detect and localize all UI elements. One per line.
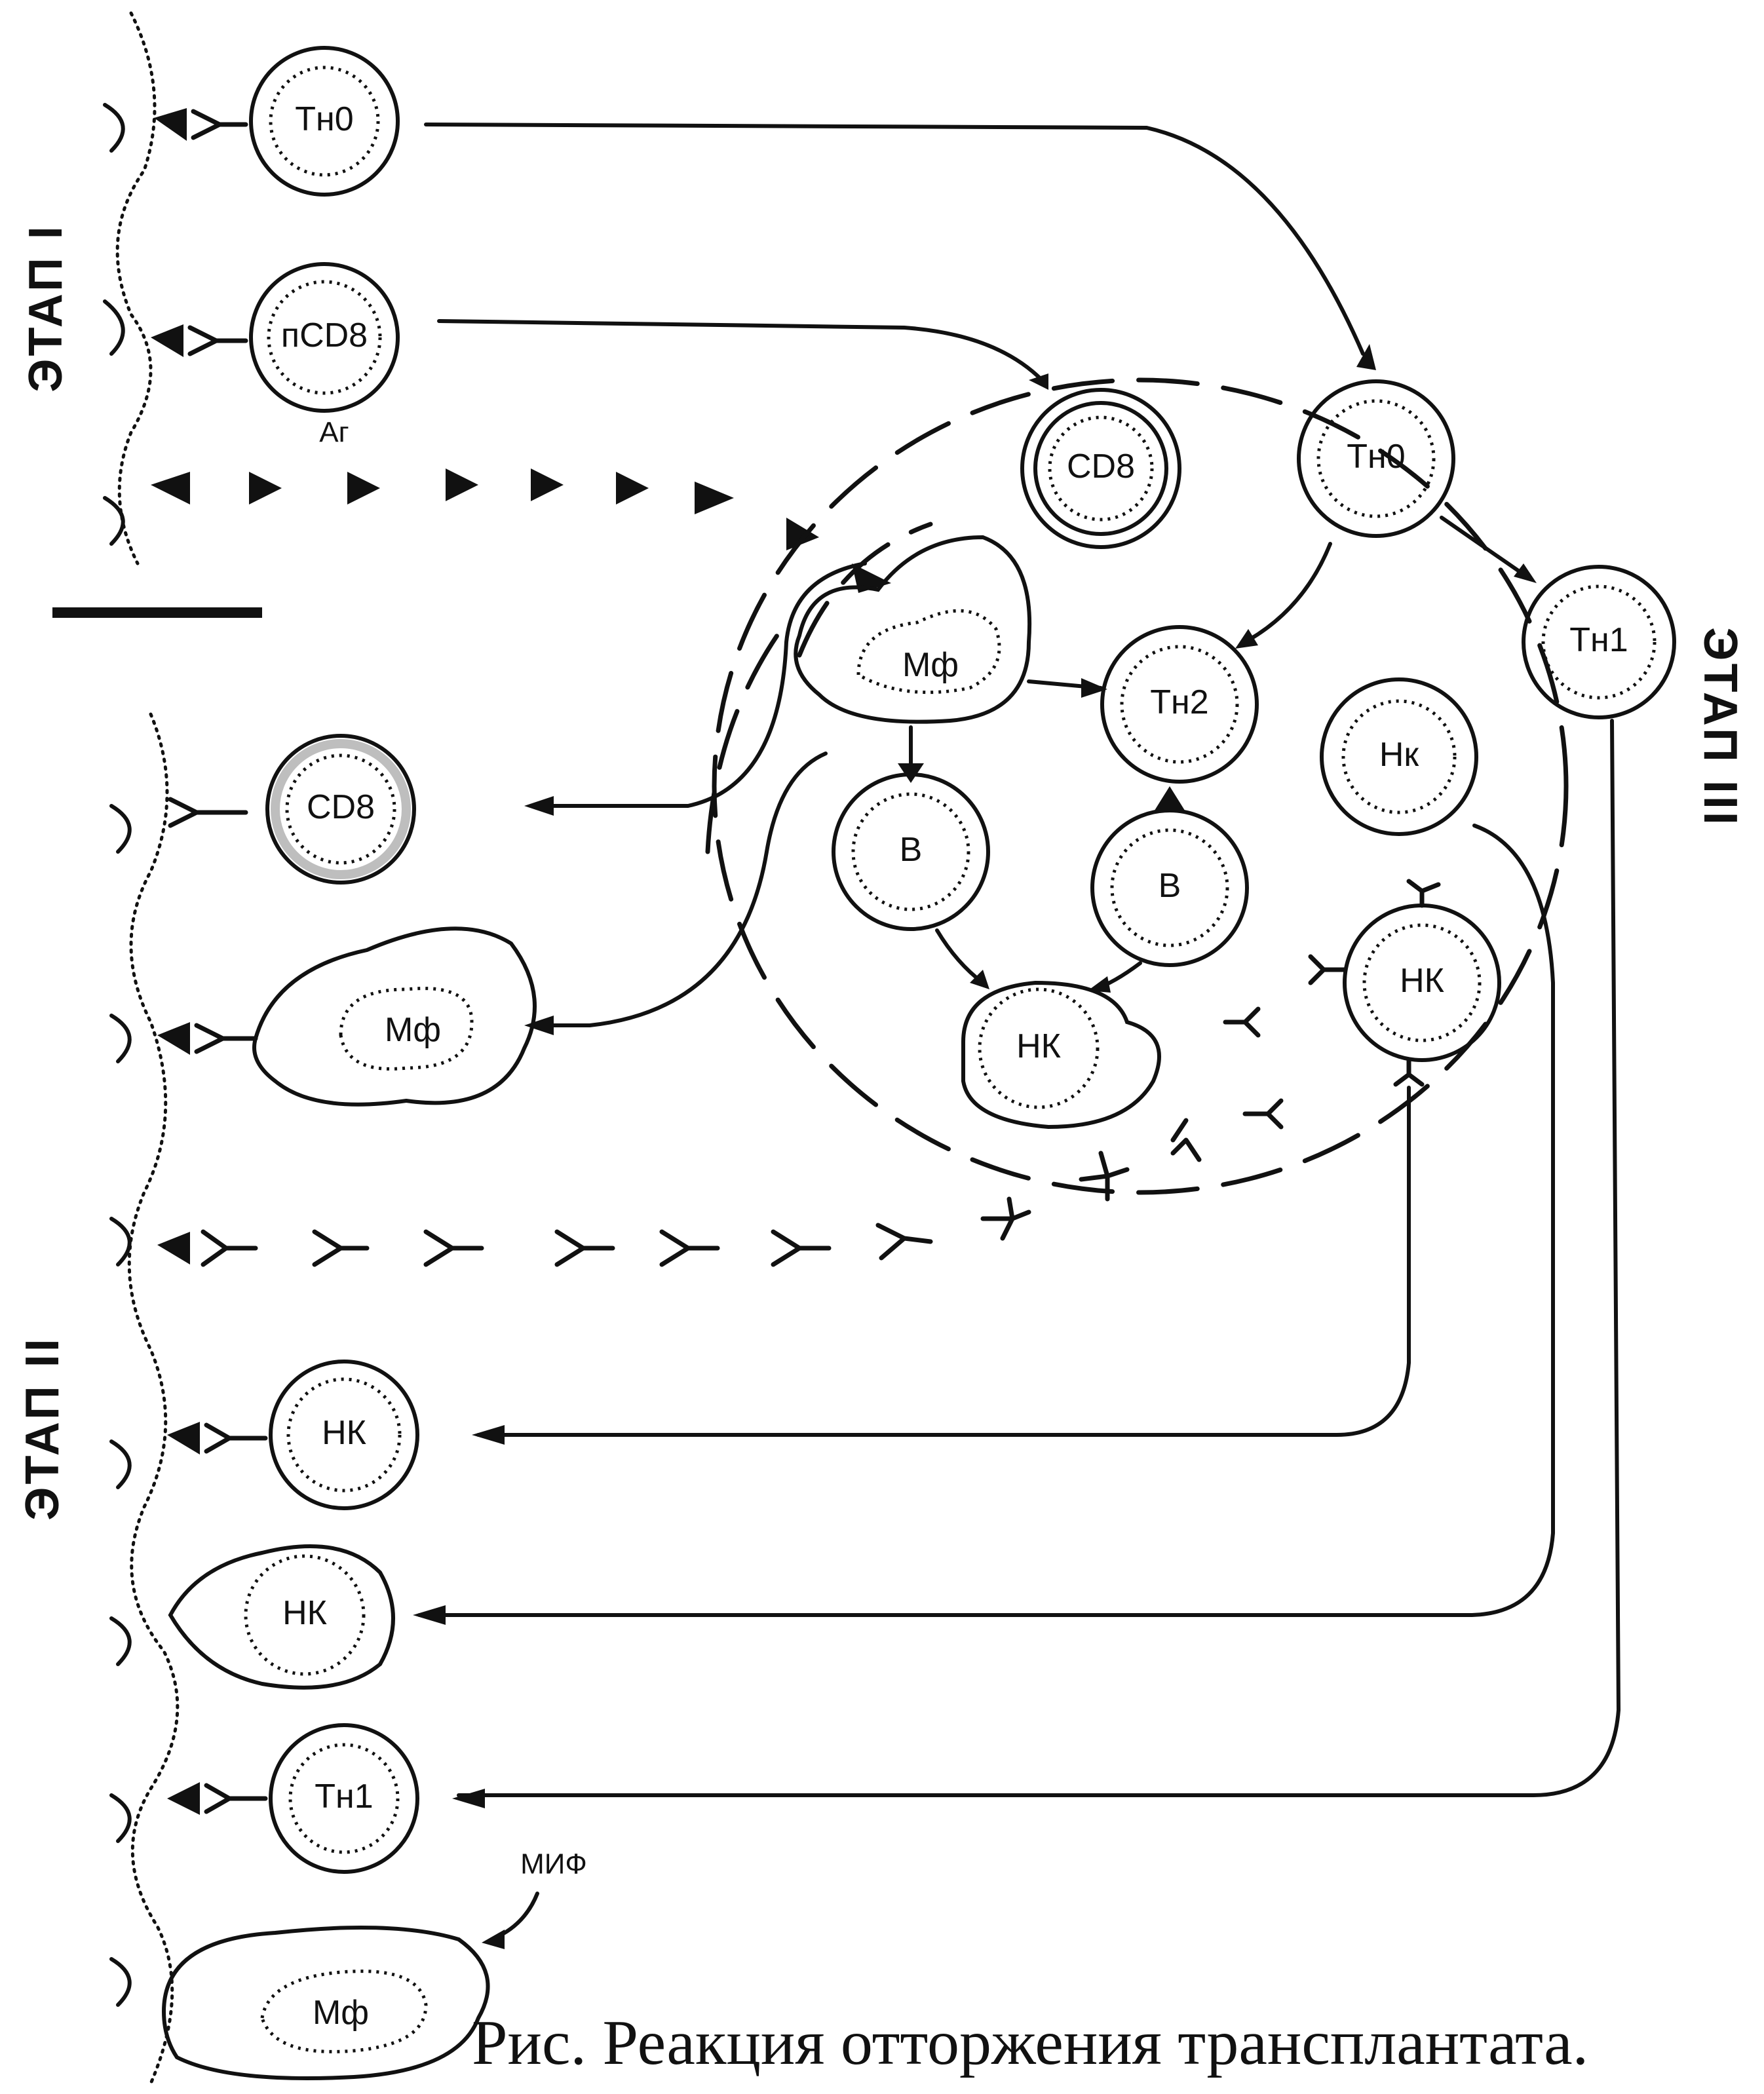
antigen-marker — [157, 1022, 190, 1055]
mif-arrow — [489, 1892, 539, 1941]
receptor — [204, 1422, 268, 1454]
svg-text:Мф: Мф — [902, 646, 959, 684]
cell-th2-center: Tн2 — [1100, 625, 1259, 784]
svg-text:НК: НК — [282, 1594, 327, 1632]
svg-text:Мф: Мф — [313, 1994, 369, 2032]
cell-cd8-center: CD8 — [1020, 388, 1181, 549]
svg-text:Tн1: Tн1 — [1569, 621, 1628, 659]
receptor — [191, 109, 248, 140]
svg-text:пCD8: пCD8 — [281, 316, 368, 354]
receptor — [204, 1783, 268, 1814]
cell-th0-left: Tн0 — [154, 46, 400, 197]
mif-label: МИФ — [520, 1848, 587, 1880]
stage-1-label: ЭТАП I — [20, 223, 72, 392]
antigen-marker — [167, 1422, 200, 1455]
cell-nk-right-center: НК — [1308, 879, 1501, 1087]
cell-macrophage-left: Мф — [157, 926, 537, 1107]
antigen-label: Аг — [319, 417, 349, 449]
antigen-marker — [154, 108, 187, 141]
lymph-node — [705, 377, 1569, 1195]
connectors — [413, 123, 1621, 1808]
antigen-marker — [167, 1782, 200, 1815]
cell-nk-small-center: Нк — [1320, 677, 1478, 836]
cell-th1-center: Tн1 — [1522, 565, 1676, 719]
cell-cd8-left: CD8 — [168, 734, 416, 885]
stage-2-label: ЭТАП II — [16, 1336, 69, 1520]
receptor — [187, 325, 248, 356]
cell-b-center-2: B — [1090, 809, 1249, 967]
stage-3-label: ЭТАП III — [1694, 627, 1746, 827]
nk-receptor-left — [1308, 954, 1347, 985]
antigen-stream — [151, 468, 891, 593]
svg-text:Tн1: Tн1 — [315, 1778, 373, 1816]
cell-th1-left: Tн1 МИФ — [167, 1723, 587, 1949]
svg-text:Tн2: Tн2 — [1150, 683, 1208, 721]
figure-caption: Рис. Реакция отторжения трансплантата. — [472, 2008, 1588, 2078]
svg-text:НК: НК — [1016, 1027, 1061, 1065]
receptor — [168, 797, 248, 828]
receptor — [194, 1023, 258, 1054]
cell-b-center-1: B — [832, 772, 990, 931]
antibody-stream — [157, 1151, 1130, 1267]
free-antibodies — [1170, 1006, 1284, 1162]
cell-nk-center: НК — [961, 980, 1161, 1130]
svg-text:B: B — [900, 831, 923, 869]
cell-pcd8-left: пCD8 Аг — [151, 262, 400, 449]
svg-text:Tн0: Tн0 — [1347, 438, 1405, 476]
cell-nk-left-2: НК — [168, 1544, 395, 1690]
nk-receptor-bottom — [1393, 1057, 1425, 1087]
svg-text:Нк: Нк — [1379, 736, 1419, 774]
svg-text:Мф: Мф — [385, 1011, 441, 1049]
svg-text:Tн0: Tн0 — [295, 100, 353, 138]
antigen-marker — [151, 324, 183, 357]
cell-nk-left-1: НК — [167, 1360, 419, 1510]
graft-membrane — [103, 11, 180, 2085]
cell-macrophage-bottom: Мф — [161, 1926, 490, 2080]
nk-receptor-top — [1406, 879, 1441, 908]
svg-text:B: B — [1159, 867, 1181, 905]
cell-macrophage-center: Мф — [794, 535, 1032, 724]
svg-text:CD8: CD8 — [307, 788, 375, 826]
svg-text:CD8: CD8 — [1067, 447, 1135, 485]
svg-text:НК: НК — [1400, 962, 1444, 1000]
cell-th0-center: Tн0 — [1297, 379, 1455, 538]
svg-text:НК: НК — [322, 1414, 366, 1452]
